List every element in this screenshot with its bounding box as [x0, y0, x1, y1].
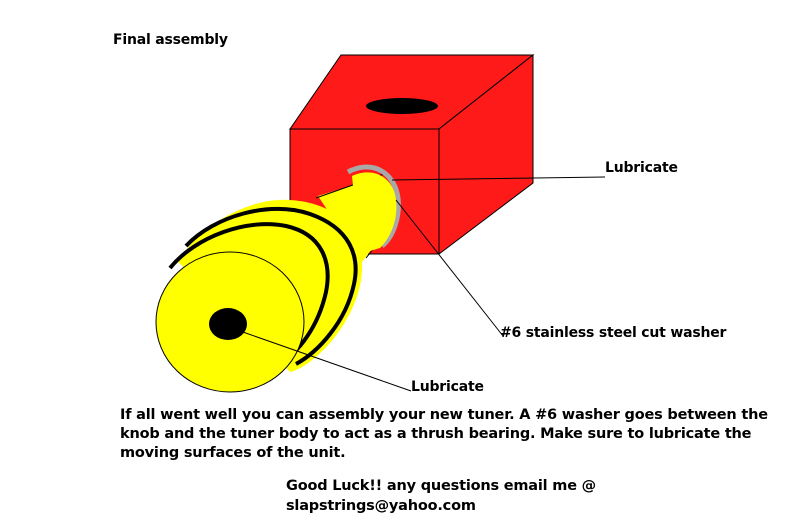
signoff: Good Luck!! any questions email me @ sla… — [286, 476, 596, 516]
instructions-line: moving surfaces of the unit. — [120, 445, 346, 461]
instructions-line: knob and the tuner body to act as a thru… — [120, 426, 752, 442]
instructions-paragraph: If all went well you can assembly your n… — [120, 406, 768, 463]
leader-lubricate-bottom — [239, 330, 412, 392]
tuner-knob — [155, 164, 401, 393]
callout-lubricate-top: Lubricate — [605, 160, 678, 176]
washer-ring — [346, 164, 401, 248]
knob-center-hole — [209, 308, 247, 340]
leader-lubricate-top — [391, 176, 606, 181]
tuner-body-hole — [366, 98, 438, 114]
signoff-line: Good Luck!! any questions email me @ — [286, 478, 596, 494]
diagram-title: Final assembly — [113, 32, 228, 48]
instructions-line: If all went well you can assembly your n… — [120, 407, 768, 423]
knob-groove-1 — [184, 206, 358, 366]
signoff-email: slapstrings@yahoo.com — [286, 498, 476, 514]
callout-lubricate-bottom: Lubricate — [411, 379, 484, 395]
leader-lines — [239, 176, 606, 392]
tuner-body-side-face — [438, 53, 534, 256]
callout-washer: #6 stainless steel cut washer — [500, 325, 727, 341]
leader-washer — [395, 199, 504, 337]
knob-groove-2 — [168, 222, 330, 366]
